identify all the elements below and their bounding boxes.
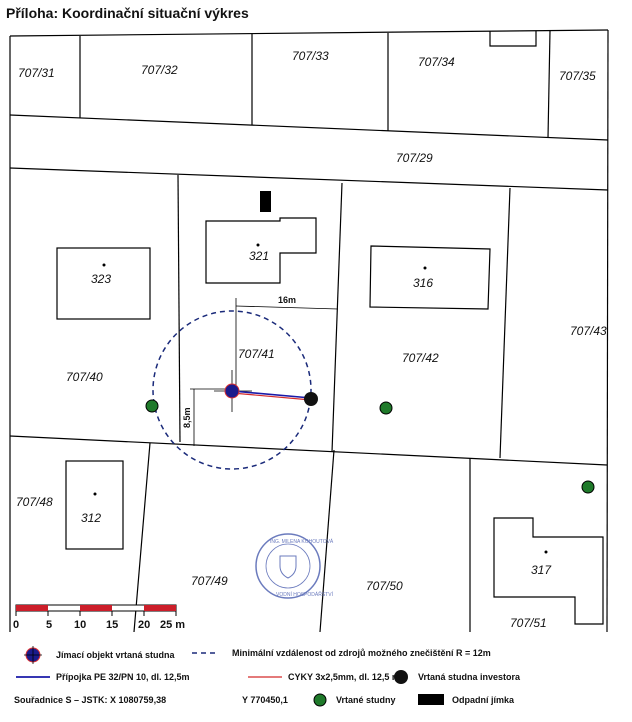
legend-investor-well-icon bbox=[394, 670, 408, 684]
legend-other-wells-icon bbox=[313, 693, 327, 707]
odpadni-jimka bbox=[260, 191, 271, 212]
parcel-707-51: 707/51 bbox=[510, 616, 547, 630]
parcel-707-49: 707/49 bbox=[191, 574, 228, 588]
legend-vrtane-studny: Vrtané studny bbox=[336, 695, 396, 705]
parcel-707-40: 707/40 bbox=[66, 370, 103, 384]
building-321 bbox=[205, 217, 317, 284]
building-323-label: 323 bbox=[91, 272, 111, 286]
dimension-16m: 16m bbox=[278, 295, 296, 305]
legend-jimaci-objekt: Jímací objekt vrtaná studna bbox=[56, 650, 175, 660]
building-317-label: 317 bbox=[531, 563, 552, 577]
svg-text:VODNÍ HOSPODÁŘSTVÍ: VODNÍ HOSPODÁŘSTVÍ bbox=[276, 590, 334, 598]
parcel-707-32: 707/32 bbox=[141, 63, 178, 77]
building-321-label: 321 bbox=[249, 249, 269, 263]
parcel-707-41: 707/41 bbox=[238, 347, 275, 361]
parcel-707-33: 707/33 bbox=[292, 49, 329, 63]
scale-tick-25m: 25 m bbox=[160, 619, 185, 631]
official-stamp-seal: ING. MILENA KOHOUTOVÁ VODNÍ HOSPODÁŘSTVÍ bbox=[255, 533, 334, 599]
dimension-8-5m: 8,5m bbox=[182, 407, 192, 428]
scale-tick-15: 15 bbox=[106, 619, 118, 631]
legend-y-coord: Y 770450,1 bbox=[242, 695, 288, 705]
legend-vrtana-studna-investora: Vrtaná studna investora bbox=[418, 672, 521, 682]
building-labels: 323 321 316 312 317 bbox=[81, 249, 552, 577]
legend-jimka-icon bbox=[418, 694, 444, 705]
well-investor bbox=[304, 392, 318, 406]
parcel-707-29: 707/29 bbox=[396, 151, 433, 165]
scale-tick-5: 5 bbox=[46, 619, 52, 631]
building-312-label: 312 bbox=[81, 511, 101, 525]
parcel-707-48: 707/48 bbox=[16, 495, 53, 509]
parcel-707-43: 707/43 bbox=[570, 324, 607, 338]
buildings bbox=[56, 217, 604, 625]
page-title: Příloha: Koordinační situační výkres bbox=[6, 5, 249, 21]
scale-tick-20: 20 bbox=[138, 619, 150, 631]
legend-pripojka: Přípojka PE 32/PN 10, dl. 12,5m bbox=[56, 672, 190, 682]
well-other-3 bbox=[581, 480, 595, 494]
building-312 bbox=[65, 460, 124, 550]
building-316 bbox=[369, 245, 491, 310]
building-points bbox=[93, 243, 548, 554]
well-other-2 bbox=[379, 401, 393, 415]
parcel-707-31: 707/31 bbox=[18, 66, 55, 80]
building-316-label: 316 bbox=[413, 276, 433, 290]
cable-cyky bbox=[231, 392, 312, 401]
scale-tick-10: 10 bbox=[74, 619, 86, 631]
building-323 bbox=[56, 247, 151, 320]
legend-min-vzdalenost: Minimální vzdálenost od zdrojů možného z… bbox=[232, 648, 491, 658]
pipe-pe32 bbox=[231, 390, 312, 399]
parcel-labels: 707/31 707/32 707/33 707/34 707/35 707/2… bbox=[16, 49, 607, 630]
building-317 bbox=[493, 517, 604, 625]
legend-odpadni-jimka: Odpadní jímka bbox=[452, 695, 515, 705]
parcel-707-50: 707/50 bbox=[366, 579, 403, 593]
parcel-707-35: 707/35 bbox=[559, 69, 596, 83]
legend-souradnice: Souřadnice S – JSTK: X 1080759,38 bbox=[14, 695, 167, 705]
parcel-707-42: 707/42 bbox=[402, 351, 439, 365]
dimension-lines bbox=[190, 298, 339, 446]
svg-text:ING. MILENA KOHOUTOVÁ: ING. MILENA KOHOUTOVÁ bbox=[270, 538, 334, 545]
parcel-boundaries bbox=[9, 29, 609, 633]
well-main-marker bbox=[224, 383, 240, 399]
parcel-707-34: 707/34 bbox=[418, 55, 455, 69]
legend-symbols bbox=[16, 646, 444, 707]
legend-cyky: CYKY 3x2,5mm, dl. 12,5 m bbox=[288, 672, 400, 682]
scale-tick-0: 0 bbox=[13, 619, 19, 631]
well-other-1 bbox=[145, 399, 159, 413]
protection-radius-circle bbox=[152, 310, 312, 470]
scale-bar: 0 5 10 15 20 25 m bbox=[13, 604, 185, 631]
